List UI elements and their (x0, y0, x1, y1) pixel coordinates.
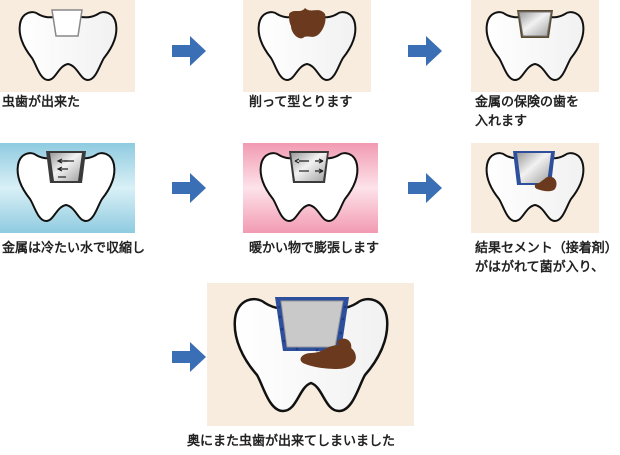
right-arrow-icon (408, 173, 444, 203)
tooth-warm-expansion-icon (243, 143, 378, 233)
step-5-caption: 暖かい物で膨張します (249, 239, 379, 258)
arrow-1 (172, 36, 208, 70)
step-5-panel (243, 143, 378, 233)
step-6-caption-line-1: 結果セメント（接着剤） (475, 239, 618, 258)
step-3-caption: 金属の保険の歯を 入れます (475, 93, 579, 131)
step-4-caption: 金属は冷たい水で収縮し (2, 239, 145, 258)
step-6-caption-line-2: がはがれて菌が入り、 (475, 258, 618, 277)
tooth-secondary-caries-icon (207, 283, 414, 426)
step-1-panel (0, 0, 135, 92)
step-6-panel (471, 143, 599, 233)
step-3-panel (471, 0, 599, 92)
right-arrow-icon (408, 36, 444, 66)
tooth-drilled-icon (243, 0, 371, 92)
right-arrow-icon (172, 36, 208, 66)
tooth-metal-inlay-icon (471, 0, 599, 92)
tooth-cold-contraction-icon (0, 143, 135, 233)
right-arrow-icon (172, 342, 208, 372)
tooth-with-cavity-icon (0, 0, 135, 92)
arrow-4 (408, 173, 444, 207)
step-3-caption-line-1: 金属の保険の歯を (475, 93, 579, 112)
step-7-caption: 奥にまた虫歯が出来てしまいました (187, 432, 395, 451)
step-4-panel (0, 143, 135, 233)
step-1-caption: 虫歯が出来た (2, 93, 80, 112)
step-2-caption: 削って型とります (249, 93, 352, 112)
right-arrow-icon (172, 173, 208, 203)
tooth-cement-leak-icon (471, 143, 599, 233)
step-2-panel (243, 0, 371, 92)
arrow-3 (172, 173, 208, 207)
step-3-caption-line-2: 入れます (475, 112, 579, 131)
step-7-panel (207, 283, 414, 426)
arrow-5 (172, 342, 208, 376)
arrow-2 (408, 36, 444, 70)
step-6-caption: 結果セメント（接着剤） がはがれて菌が入り、 (475, 239, 618, 277)
